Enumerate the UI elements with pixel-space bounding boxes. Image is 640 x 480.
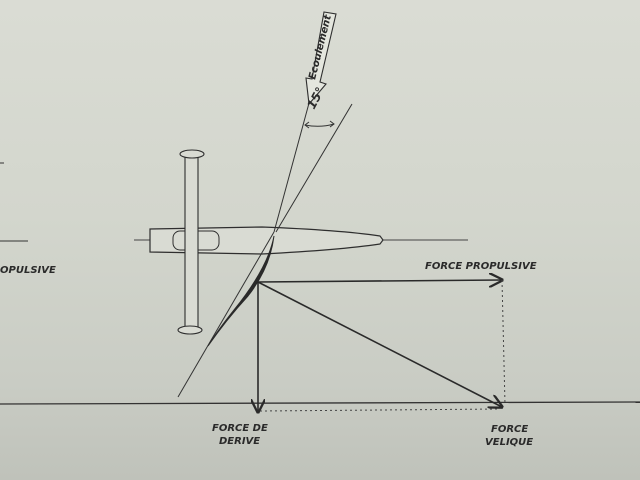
angle-arc-tick-left [304, 121, 310, 129]
boat-crossbeam [184, 155, 199, 329]
propulsive-force-arrow [257, 280, 502, 282]
drift-force-label-line2: DERIVE [219, 436, 260, 447]
flow-arrow [305, 11, 337, 106]
construction-line-vertical [501, 279, 506, 406]
sail-luff-line [177, 231, 275, 398]
angle-arc-tick-right [329, 120, 335, 128]
sail-force-label-line2: VELIQUE [485, 437, 533, 448]
propulsive-label-left: OPULSIVE [0, 265, 56, 276]
boat-hull [149, 226, 384, 255]
sail-profile [207, 235, 275, 347]
construction-line-horizontal [259, 408, 501, 412]
baseline [0, 401, 640, 405]
float-bottom [177, 325, 203, 335]
sail-force-label-line1: FORCE [491, 424, 528, 435]
propulsive-force-label: FORCE PROPULSIVE [425, 261, 537, 272]
resultant-sail-force-arrow [257, 281, 502, 407]
angle-arc [304, 123, 335, 127]
drift-force-label-line1: FORCE DE [212, 423, 268, 434]
sail-chord-extension-line [275, 103, 353, 233]
float-top [179, 149, 205, 159]
